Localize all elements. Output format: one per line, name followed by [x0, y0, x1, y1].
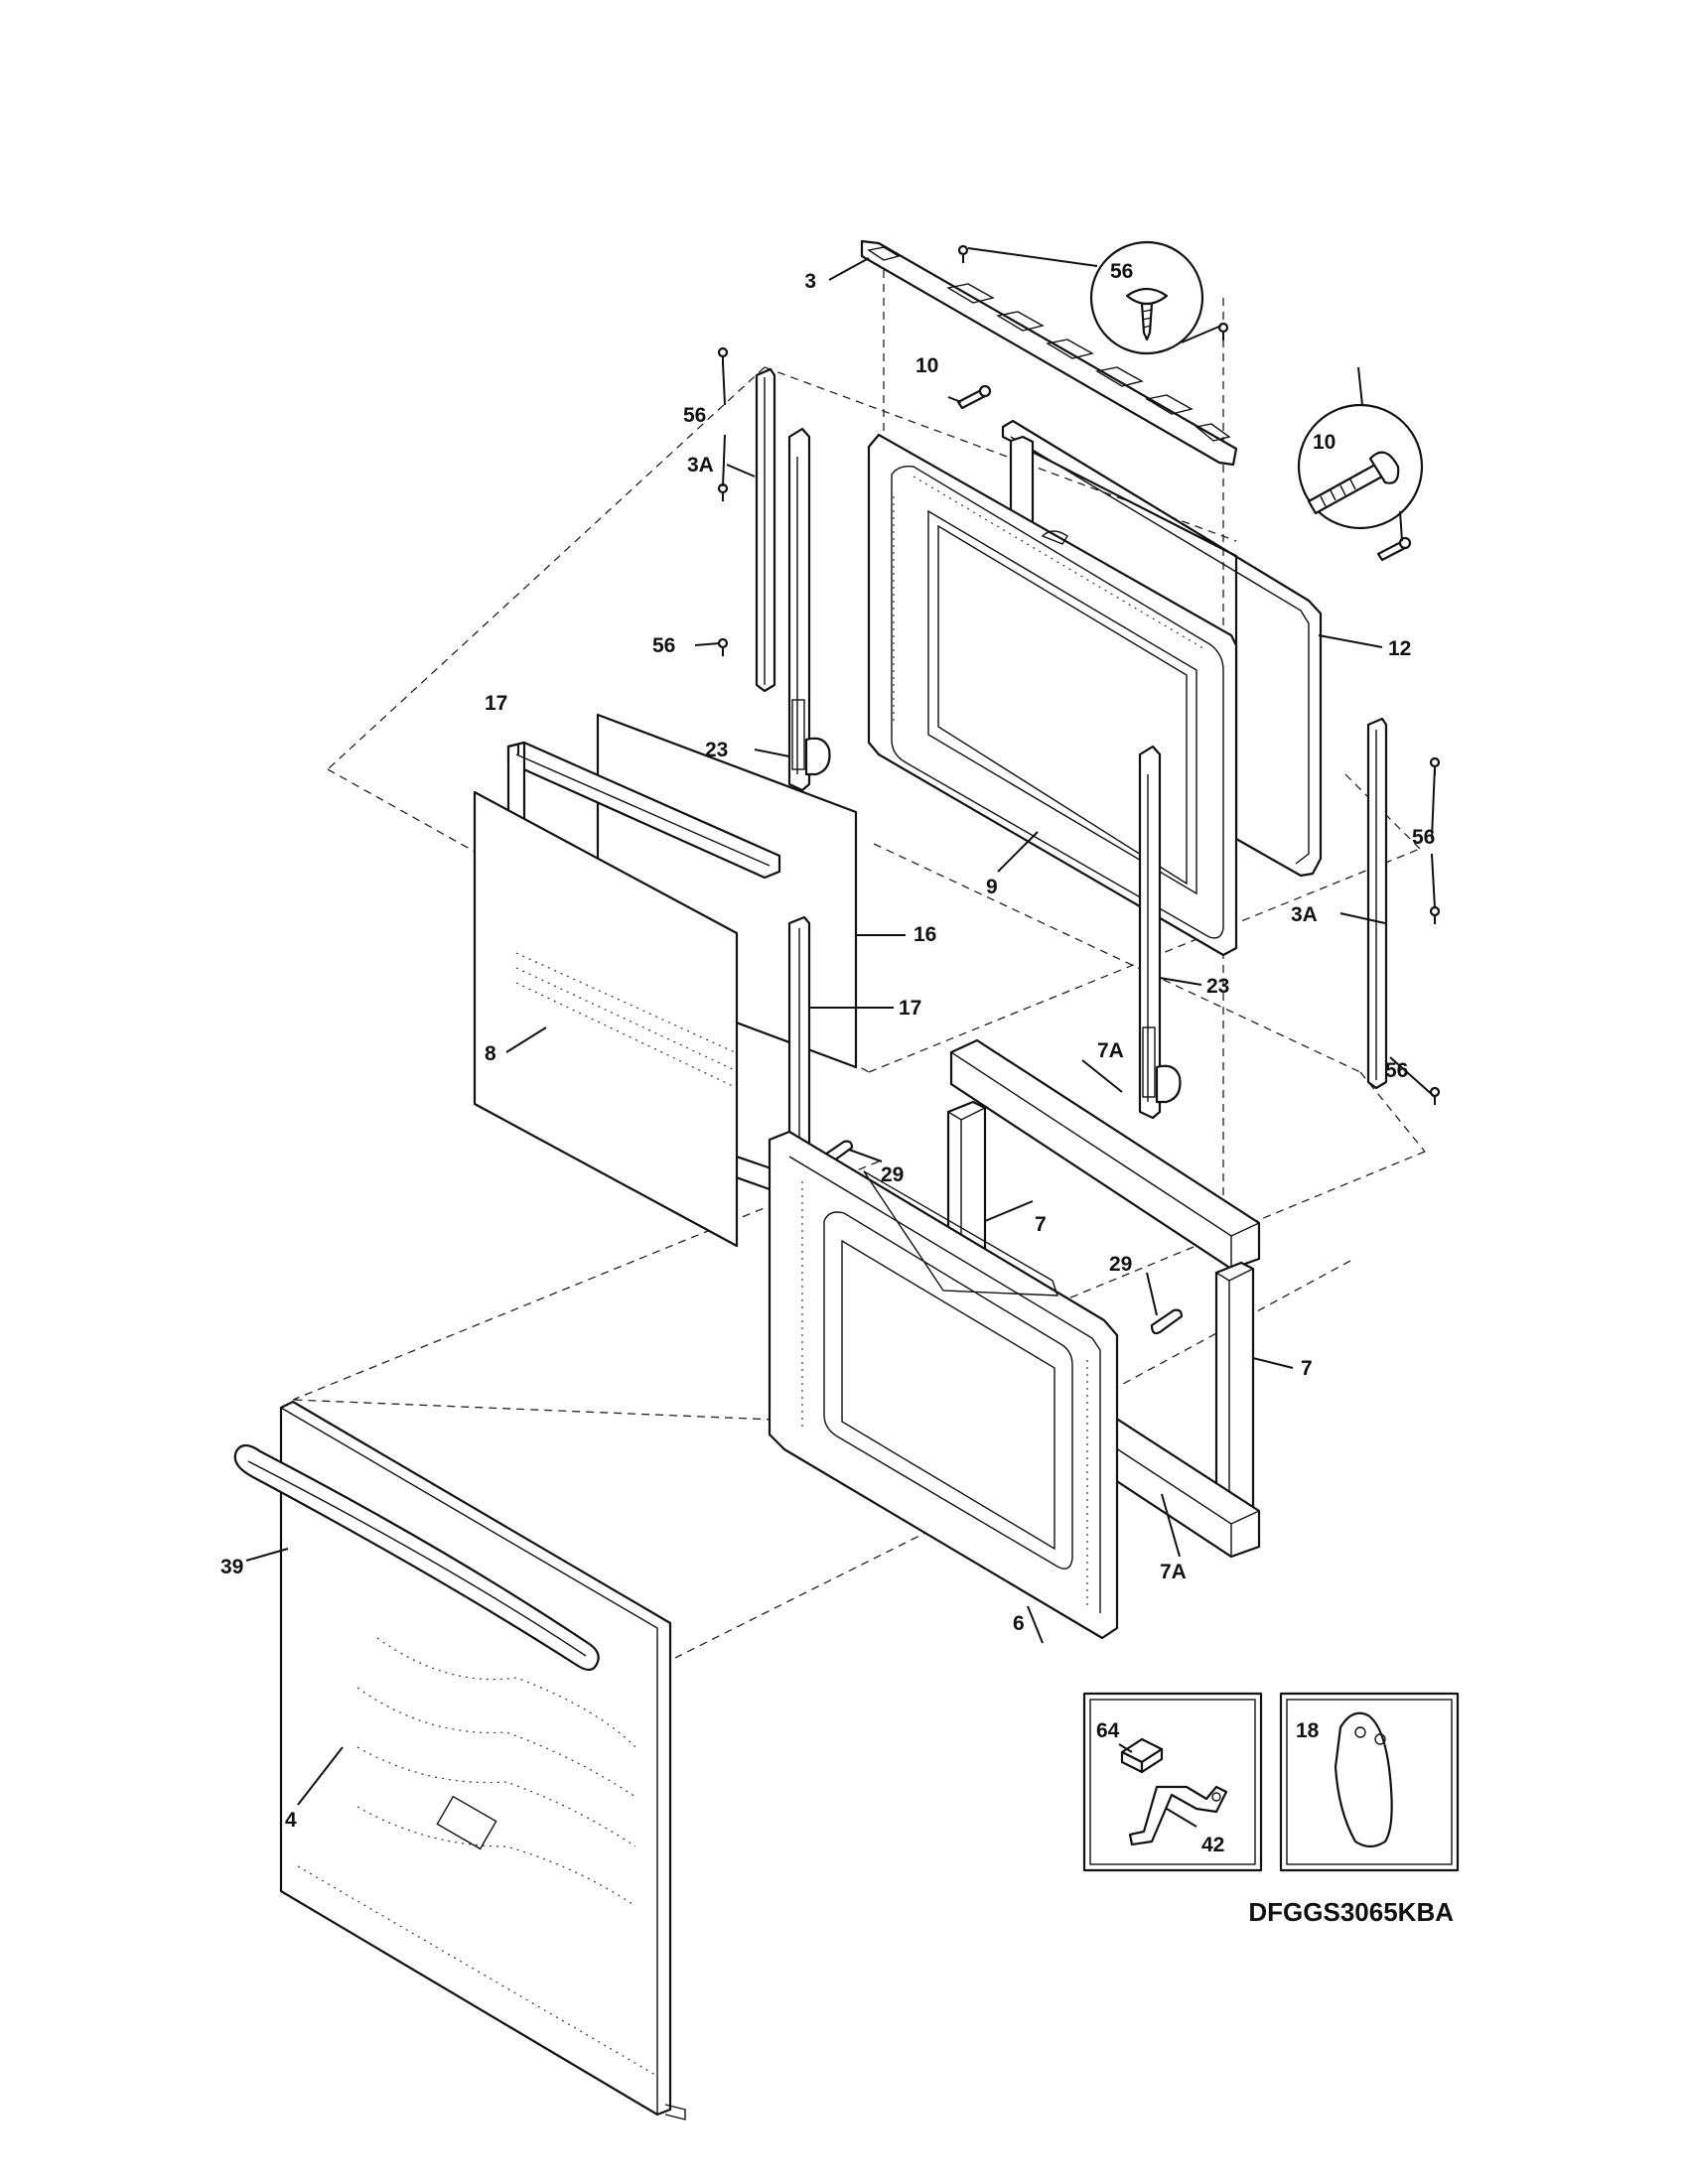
callout-7a-top: 7A: [1097, 1039, 1124, 1062]
bolt-icon: [1376, 536, 1412, 562]
callout-labels: 3 56 10 10 56 3A 56 12 17 23 9 16 56 3A …: [220, 260, 1454, 1927]
callout-3a-right: 3A: [1291, 903, 1318, 926]
part-23-hinge-left: [787, 427, 831, 792]
callout-56-right-bottom: 56: [1385, 1059, 1408, 1082]
screw-icon: [957, 244, 969, 263]
part-8-outer-glass: [473, 790, 739, 1248]
part-3-vent-trim: [860, 239, 1238, 467]
callout-7-right: 7: [1301, 1357, 1313, 1380]
callout-17-bottom: 17: [899, 997, 921, 1020]
callout-3a-left: 3A: [687, 454, 714, 477]
callout-16: 16: [914, 923, 936, 946]
callout-64: 64: [1096, 1719, 1120, 1742]
callout-4: 4: [285, 1809, 297, 1832]
callout-10-small: 10: [915, 354, 938, 377]
screw-icon: [717, 346, 729, 365]
model-number: DFGGS3065KBA: [1248, 1897, 1454, 1927]
callout-6: 6: [1013, 1612, 1025, 1635]
screw-icon: [1429, 905, 1441, 924]
callout-56-right-mid: 56: [1412, 826, 1435, 849]
callout-7-left: 7: [1035, 1213, 1047, 1236]
bolt-icon: [956, 384, 992, 410]
callout-56-left-mid: 56: [652, 634, 675, 657]
part-4-outer-door: [279, 1400, 686, 2120]
callout-12: 12: [1388, 637, 1411, 660]
callout-29-right: 29: [1109, 1253, 1132, 1276]
part-3a-left-rail: [755, 367, 776, 693]
part-9-inner-panel: [867, 433, 1238, 957]
part-39-door-handle: [233, 1443, 600, 1672]
part-7a-insulation-top: [949, 1038, 1261, 1271]
part-23-hinge-right: [1138, 745, 1182, 1120]
part-29-pin-right: [1150, 1308, 1184, 1335]
callout-8: 8: [485, 1042, 496, 1065]
callout-18: 18: [1296, 1719, 1320, 1742]
callout-56-detail: 56: [1110, 260, 1133, 283]
callout-3: 3: [804, 270, 816, 293]
callout-9: 9: [986, 876, 998, 898]
callout-39: 39: [220, 1556, 243, 1578]
callout-23-left: 23: [705, 739, 728, 761]
screw-detail-icon: [967, 240, 1222, 355]
bolt-detail-icon: [1297, 403, 1424, 542]
inset-box-18: [1279, 1692, 1460, 1872]
inset-box-64-42: [1082, 1692, 1263, 1872]
leader-lines: [245, 257, 1436, 1828]
callout-7a-bottom: 7A: [1160, 1561, 1187, 1583]
screw-icon: [717, 482, 729, 501]
callout-23-right: 23: [1206, 975, 1229, 998]
part-3a-right-rail: [1366, 717, 1388, 1090]
callout-42: 42: [1201, 1834, 1224, 1856]
callout-17-top: 17: [485, 692, 507, 715]
part-6-inner-door: [768, 1130, 1119, 1640]
screw-icon: [717, 637, 729, 656]
callout-56-left-top: 56: [683, 404, 706, 427]
callout-29-left: 29: [881, 1163, 904, 1186]
callout-10-detail: 10: [1313, 431, 1336, 454]
